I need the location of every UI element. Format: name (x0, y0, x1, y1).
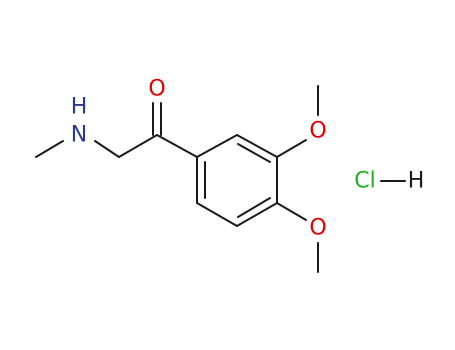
atom-label-amine-nitrogen: N (71, 123, 87, 148)
atom-label-chlorine: Cl (354, 169, 375, 194)
ring-bond-c4-c5-inner (237, 197, 271, 218)
bond-methyl-nitrogen (35, 140, 64, 158)
ring-bond-c2-c3-inner (237, 143, 271, 163)
ring-bond-c1-c2 (196, 134, 238, 158)
atom-label-salt-hydrogen: H (408, 169, 425, 194)
ring-bond-c5-c6 (196, 202, 238, 227)
bond-ring-methoxy-oxygen-4 (276, 202, 307, 221)
bond-ring-methoxy-oxygen-3 (276, 139, 307, 158)
atom-label-carbonyl-oxygen: O (148, 77, 165, 102)
ring-bond-c4-c5 (236, 202, 278, 227)
atom-label-amine-hydrogen: H (71, 95, 88, 120)
bond-methylene-carbonyl (118, 134, 158, 158)
bonds (35, 85, 406, 273)
bond-carbonyl-ring (156, 134, 198, 158)
ring-bond-c2-c3 (236, 134, 278, 158)
atom-label-methoxy-oxygen-3: O (309, 119, 326, 144)
atom-labels: H N O O O Cl H (71, 77, 425, 241)
atom-label-methoxy-oxygen-4: O (309, 216, 326, 241)
bond-nitrogen-methylene (94, 140, 120, 158)
